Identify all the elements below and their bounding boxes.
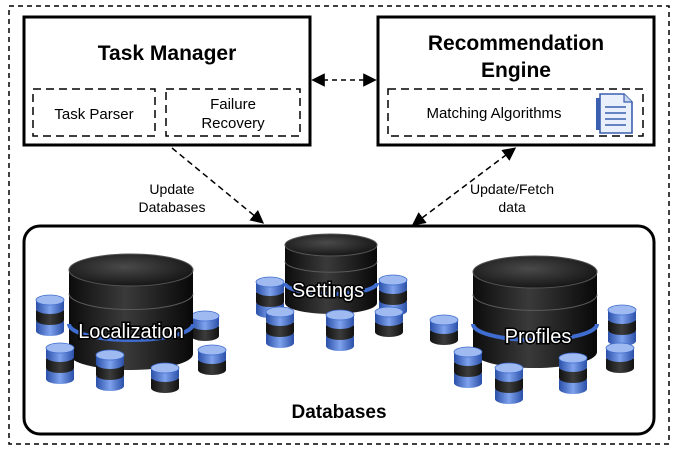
mini-disk-stack bbox=[197, 344, 227, 375]
databases-title: Databases bbox=[291, 402, 386, 423]
mini-disk-stack bbox=[45, 342, 75, 384]
mini-disk-stack bbox=[190, 310, 220, 341]
task-parser-label: Task Parser bbox=[54, 106, 133, 123]
mini-disk-stack bbox=[605, 342, 635, 373]
recommendation-engine-title-line2: Engine bbox=[481, 59, 551, 82]
localization-database: Localization bbox=[35, 253, 227, 393]
mini-disk-stack bbox=[374, 306, 404, 337]
mini-disk-stack bbox=[558, 352, 588, 394]
profiles-label: Profiles bbox=[505, 326, 572, 348]
mini-disk-stack bbox=[325, 309, 355, 351]
task-parser-box: Task Parser bbox=[32, 88, 156, 137]
mini-disk-stack bbox=[429, 314, 459, 345]
localization-label: Localization bbox=[78, 321, 184, 343]
localization-minor-disks bbox=[35, 294, 227, 375]
failure-recovery-label-line2: Recovery bbox=[201, 115, 265, 132]
database-cylinder bbox=[471, 255, 599, 368]
settings-label: Settings bbox=[292, 280, 364, 302]
mini-disk-stack bbox=[95, 349, 125, 391]
matching-algorithms-label: Matching Algorithms bbox=[426, 105, 561, 122]
failure-recovery-label-line1: Failure bbox=[210, 96, 256, 113]
failure-recovery-box: Failure Recovery bbox=[165, 88, 301, 137]
recommendation-engine-title-line1: Recommendation bbox=[428, 32, 604, 55]
profiles-minor-disks bbox=[429, 304, 637, 346]
update-databases-label-line2: Databases bbox=[139, 199, 206, 215]
settings-database: Settings bbox=[255, 233, 408, 351]
document-icon bbox=[596, 93, 633, 134]
profiles-minor-disks-front bbox=[453, 342, 635, 404]
task-manager-box: Task Manager Task Parser Failure Recover… bbox=[22, 15, 312, 147]
databases-box: Localization Settings bbox=[22, 224, 656, 436]
mini-disk-stack bbox=[453, 346, 483, 388]
arrow-recommendation-engine-databases bbox=[411, 147, 517, 226]
localization-minor-disks-front bbox=[45, 342, 180, 393]
mini-disk-stack bbox=[494, 362, 524, 404]
profiles-database: Profiles bbox=[429, 255, 637, 404]
mini-disk-stack bbox=[150, 362, 180, 393]
update-fetch-label-line2: data bbox=[498, 199, 525, 215]
update-databases-label-line1: Update bbox=[149, 181, 194, 197]
update-fetch-label-line1: Update/Fetch bbox=[470, 181, 554, 197]
mini-disk-stack bbox=[607, 304, 637, 346]
mini-disk-stack bbox=[35, 294, 65, 336]
task-manager-title: Task Manager bbox=[98, 42, 237, 65]
recommendation-engine-box: Recommendation Engine Matching Algorithm… bbox=[376, 15, 656, 147]
mini-disk-stack bbox=[265, 306, 295, 348]
matching-algorithms-box: Matching Algorithms bbox=[387, 88, 644, 137]
settings-minor-disks-front bbox=[265, 306, 404, 351]
database-cylinder bbox=[67, 253, 195, 370]
database-cylinder bbox=[283, 233, 379, 314]
